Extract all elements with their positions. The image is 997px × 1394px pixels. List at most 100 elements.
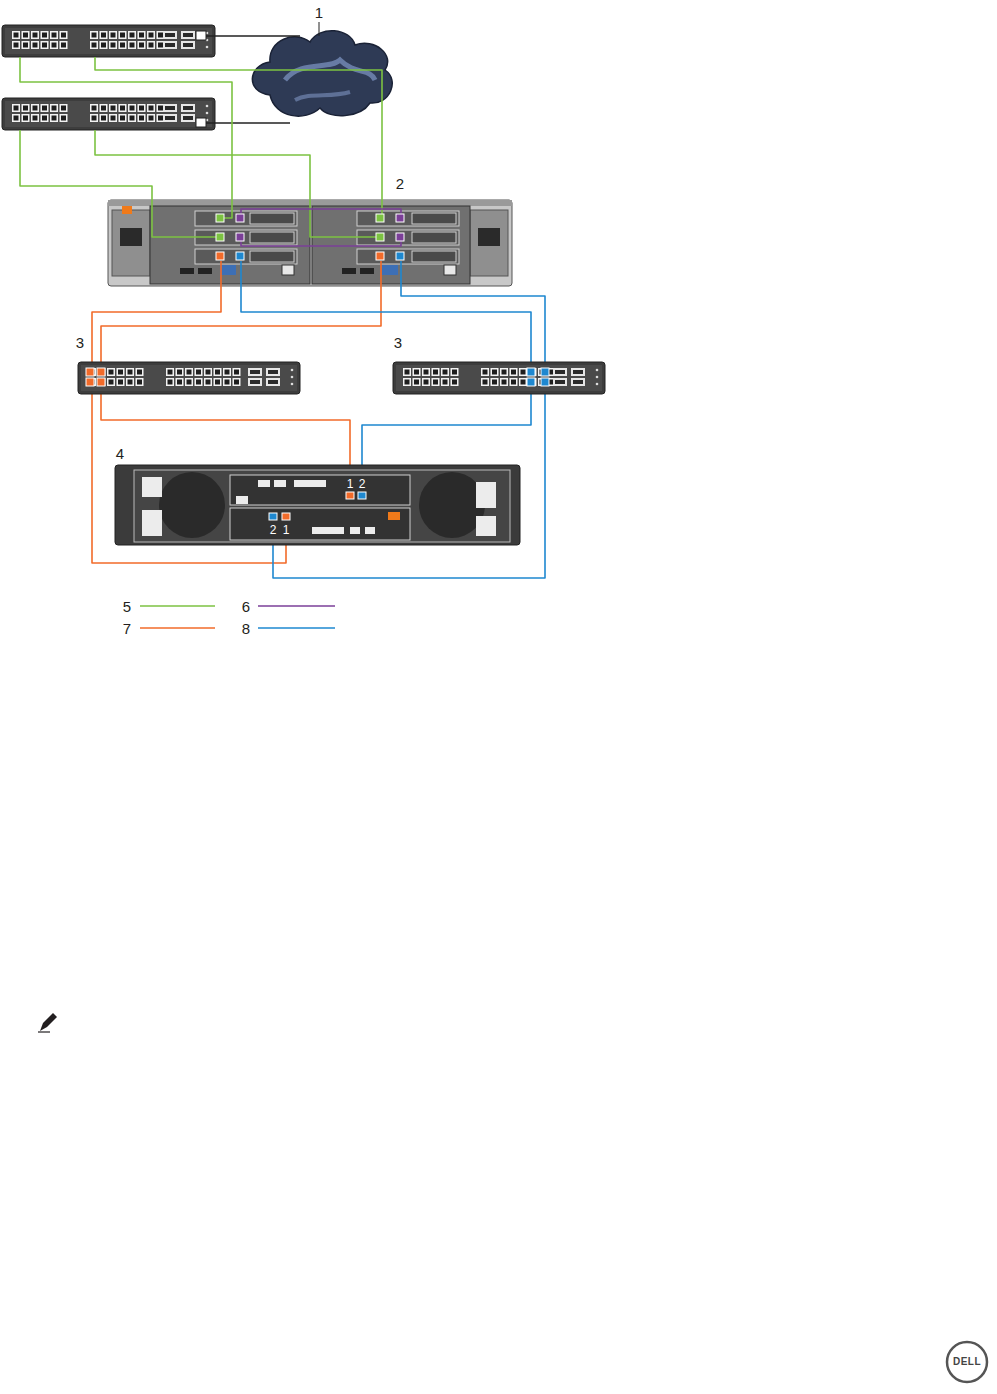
switch-port-hole [52, 33, 57, 38]
io-card-blank [412, 251, 456, 262]
switch-port-hole [492, 380, 497, 385]
network-switch [2, 25, 215, 57]
switch-port [223, 378, 231, 386]
sfp-port-hole [183, 106, 193, 110]
switch-port [109, 41, 117, 49]
switch-port [98, 368, 106, 376]
enclosure-controller [230, 508, 410, 540]
legend-line-sample [140, 627, 215, 629]
sfp-port [163, 41, 177, 49]
switch-port-hole [187, 370, 192, 375]
uplink-cable [206, 122, 290, 124]
switch-port [519, 378, 527, 386]
mgmt-port [258, 480, 270, 487]
switch-port [147, 104, 155, 112]
switch-port-hole [109, 380, 114, 385]
switch-port [128, 31, 136, 39]
status-led [596, 383, 599, 386]
switch-port [176, 378, 184, 386]
switch-port-hole [14, 106, 19, 111]
cloud-highlight [295, 92, 350, 100]
callout-number: 1 [315, 5, 323, 20]
switch-port-hole [158, 43, 163, 48]
switch-port [12, 31, 20, 39]
power-switch [476, 516, 496, 536]
io-card-blank [250, 213, 294, 224]
legend-number: 8 [242, 621, 250, 636]
switch-port [147, 41, 155, 49]
io-card-blank [250, 251, 294, 262]
cable-port [86, 378, 94, 386]
switch-port [223, 368, 231, 376]
sfp-port-hole [250, 370, 260, 374]
cable-port [97, 378, 105, 386]
switch-port [128, 114, 136, 122]
switch-port-hole [187, 380, 192, 385]
switch-port [233, 368, 241, 376]
switch-port [90, 114, 98, 122]
power-switch [142, 477, 162, 497]
mgmt-port [444, 265, 456, 275]
switch-port [451, 378, 459, 386]
switch-port-hole [139, 33, 144, 38]
sfp-port-hole [165, 43, 175, 47]
cable-port [86, 368, 94, 376]
switch-port [441, 368, 449, 376]
switch-port [22, 31, 30, 39]
switch-port [109, 114, 117, 122]
cable-blue [362, 385, 531, 478]
switch-port-hole [511, 370, 516, 375]
switch-port-hole [42, 116, 47, 121]
switch-port-hole [101, 43, 106, 48]
io-card-slot [357, 249, 459, 264]
switch-port [60, 104, 68, 112]
switch-port [185, 378, 193, 386]
switch-port-hole [130, 33, 135, 38]
switch-port-hole [33, 106, 38, 111]
status-led [596, 376, 599, 379]
vga-port [382, 265, 398, 275]
switch-port [119, 114, 127, 122]
switch-port [41, 31, 49, 39]
switch-port-hole [405, 370, 410, 375]
card-slot [294, 480, 326, 487]
cable-green [20, 57, 232, 218]
io-card-blank [250, 232, 294, 243]
io-card-blank [412, 213, 456, 224]
switch-port-hole [502, 380, 507, 385]
mgmt-port [365, 527, 375, 534]
sfp-port [181, 31, 195, 39]
status-led [206, 105, 209, 108]
switch-port-hole [234, 380, 239, 385]
switch-port-hole [33, 116, 38, 121]
fan [159, 472, 225, 538]
switch-face [5, 101, 212, 127]
cable-port [396, 252, 404, 260]
switch-port-hole [158, 33, 163, 38]
note-icon [38, 1031, 50, 1032]
switch-port [22, 104, 30, 112]
sfp-port [266, 378, 280, 386]
switch-face [396, 365, 602, 391]
switch-port [214, 368, 222, 376]
switch-port [100, 41, 108, 49]
switch-port-hole [443, 370, 448, 375]
switch-port-hole [92, 106, 97, 111]
port-number: 1 [283, 524, 290, 536]
switch-port-hole [206, 380, 211, 385]
switch-port [109, 104, 117, 112]
switch-port-hole [52, 106, 57, 111]
switch-port [204, 378, 212, 386]
switch-port [214, 378, 222, 386]
sfp-port-hole [573, 370, 583, 374]
uplink-port [196, 118, 206, 127]
usb-port [198, 268, 212, 274]
note-icon [40, 1013, 57, 1031]
switch-port [147, 114, 155, 122]
switch-port-hole [234, 370, 239, 375]
switch-port [12, 104, 20, 112]
cable-port [358, 492, 366, 499]
switch-face [81, 365, 297, 391]
logo-text: DELL [953, 1357, 981, 1367]
sfp-port [248, 368, 262, 376]
